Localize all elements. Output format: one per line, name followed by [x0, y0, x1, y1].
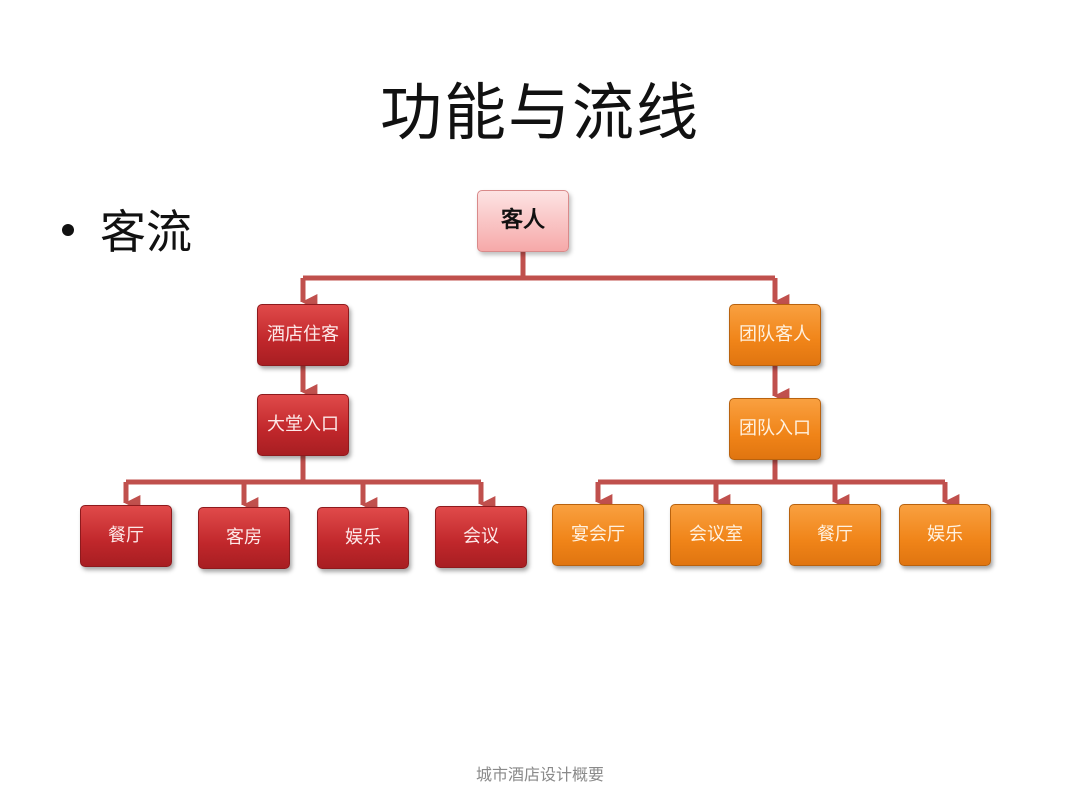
node-left-child: 餐厅 [80, 505, 172, 567]
slide-title: 功能与流线 [379, 76, 700, 149]
node-label: 团队客人 [739, 324, 811, 345]
node-label: 娱乐 [345, 527, 381, 548]
node-left-entrance: 大堂入口 [257, 394, 349, 456]
node-label: 团队入口 [739, 418, 811, 439]
bullet-item: 客流 [62, 196, 192, 262]
node-root: 客人 [477, 190, 569, 252]
node-label: 客房 [226, 527, 262, 548]
node-label: 会议 [463, 526, 499, 547]
node-right-child: 会议室 [670, 504, 762, 566]
node-right-branch: 团队客人 [729, 304, 821, 366]
node-label: 大堂入口 [267, 414, 339, 435]
node-label: 会议室 [689, 524, 743, 545]
node-label: 宴会厅 [571, 524, 625, 545]
node-left-child: 会议 [435, 506, 527, 568]
node-label: 娱乐 [927, 524, 963, 545]
bullet-text: 客流 [100, 205, 192, 259]
node-right-child: 餐厅 [789, 504, 881, 566]
node-label: 餐厅 [817, 524, 853, 545]
slide-footer: 城市酒店设计概要 [475, 765, 604, 784]
node-left-child: 客房 [198, 507, 290, 569]
node-left-branch: 酒店住客 [257, 304, 349, 366]
node-label: 餐厅 [108, 525, 144, 546]
node-root-label: 客人 [500, 208, 545, 233]
node-right-child: 娱乐 [899, 504, 991, 566]
node-right-child: 宴会厅 [552, 504, 644, 566]
node-right-entrance: 团队入口 [729, 398, 821, 460]
node-left-child: 娱乐 [317, 507, 409, 569]
bullet-dot-icon [62, 224, 74, 236]
node-label: 酒店住客 [267, 324, 339, 345]
